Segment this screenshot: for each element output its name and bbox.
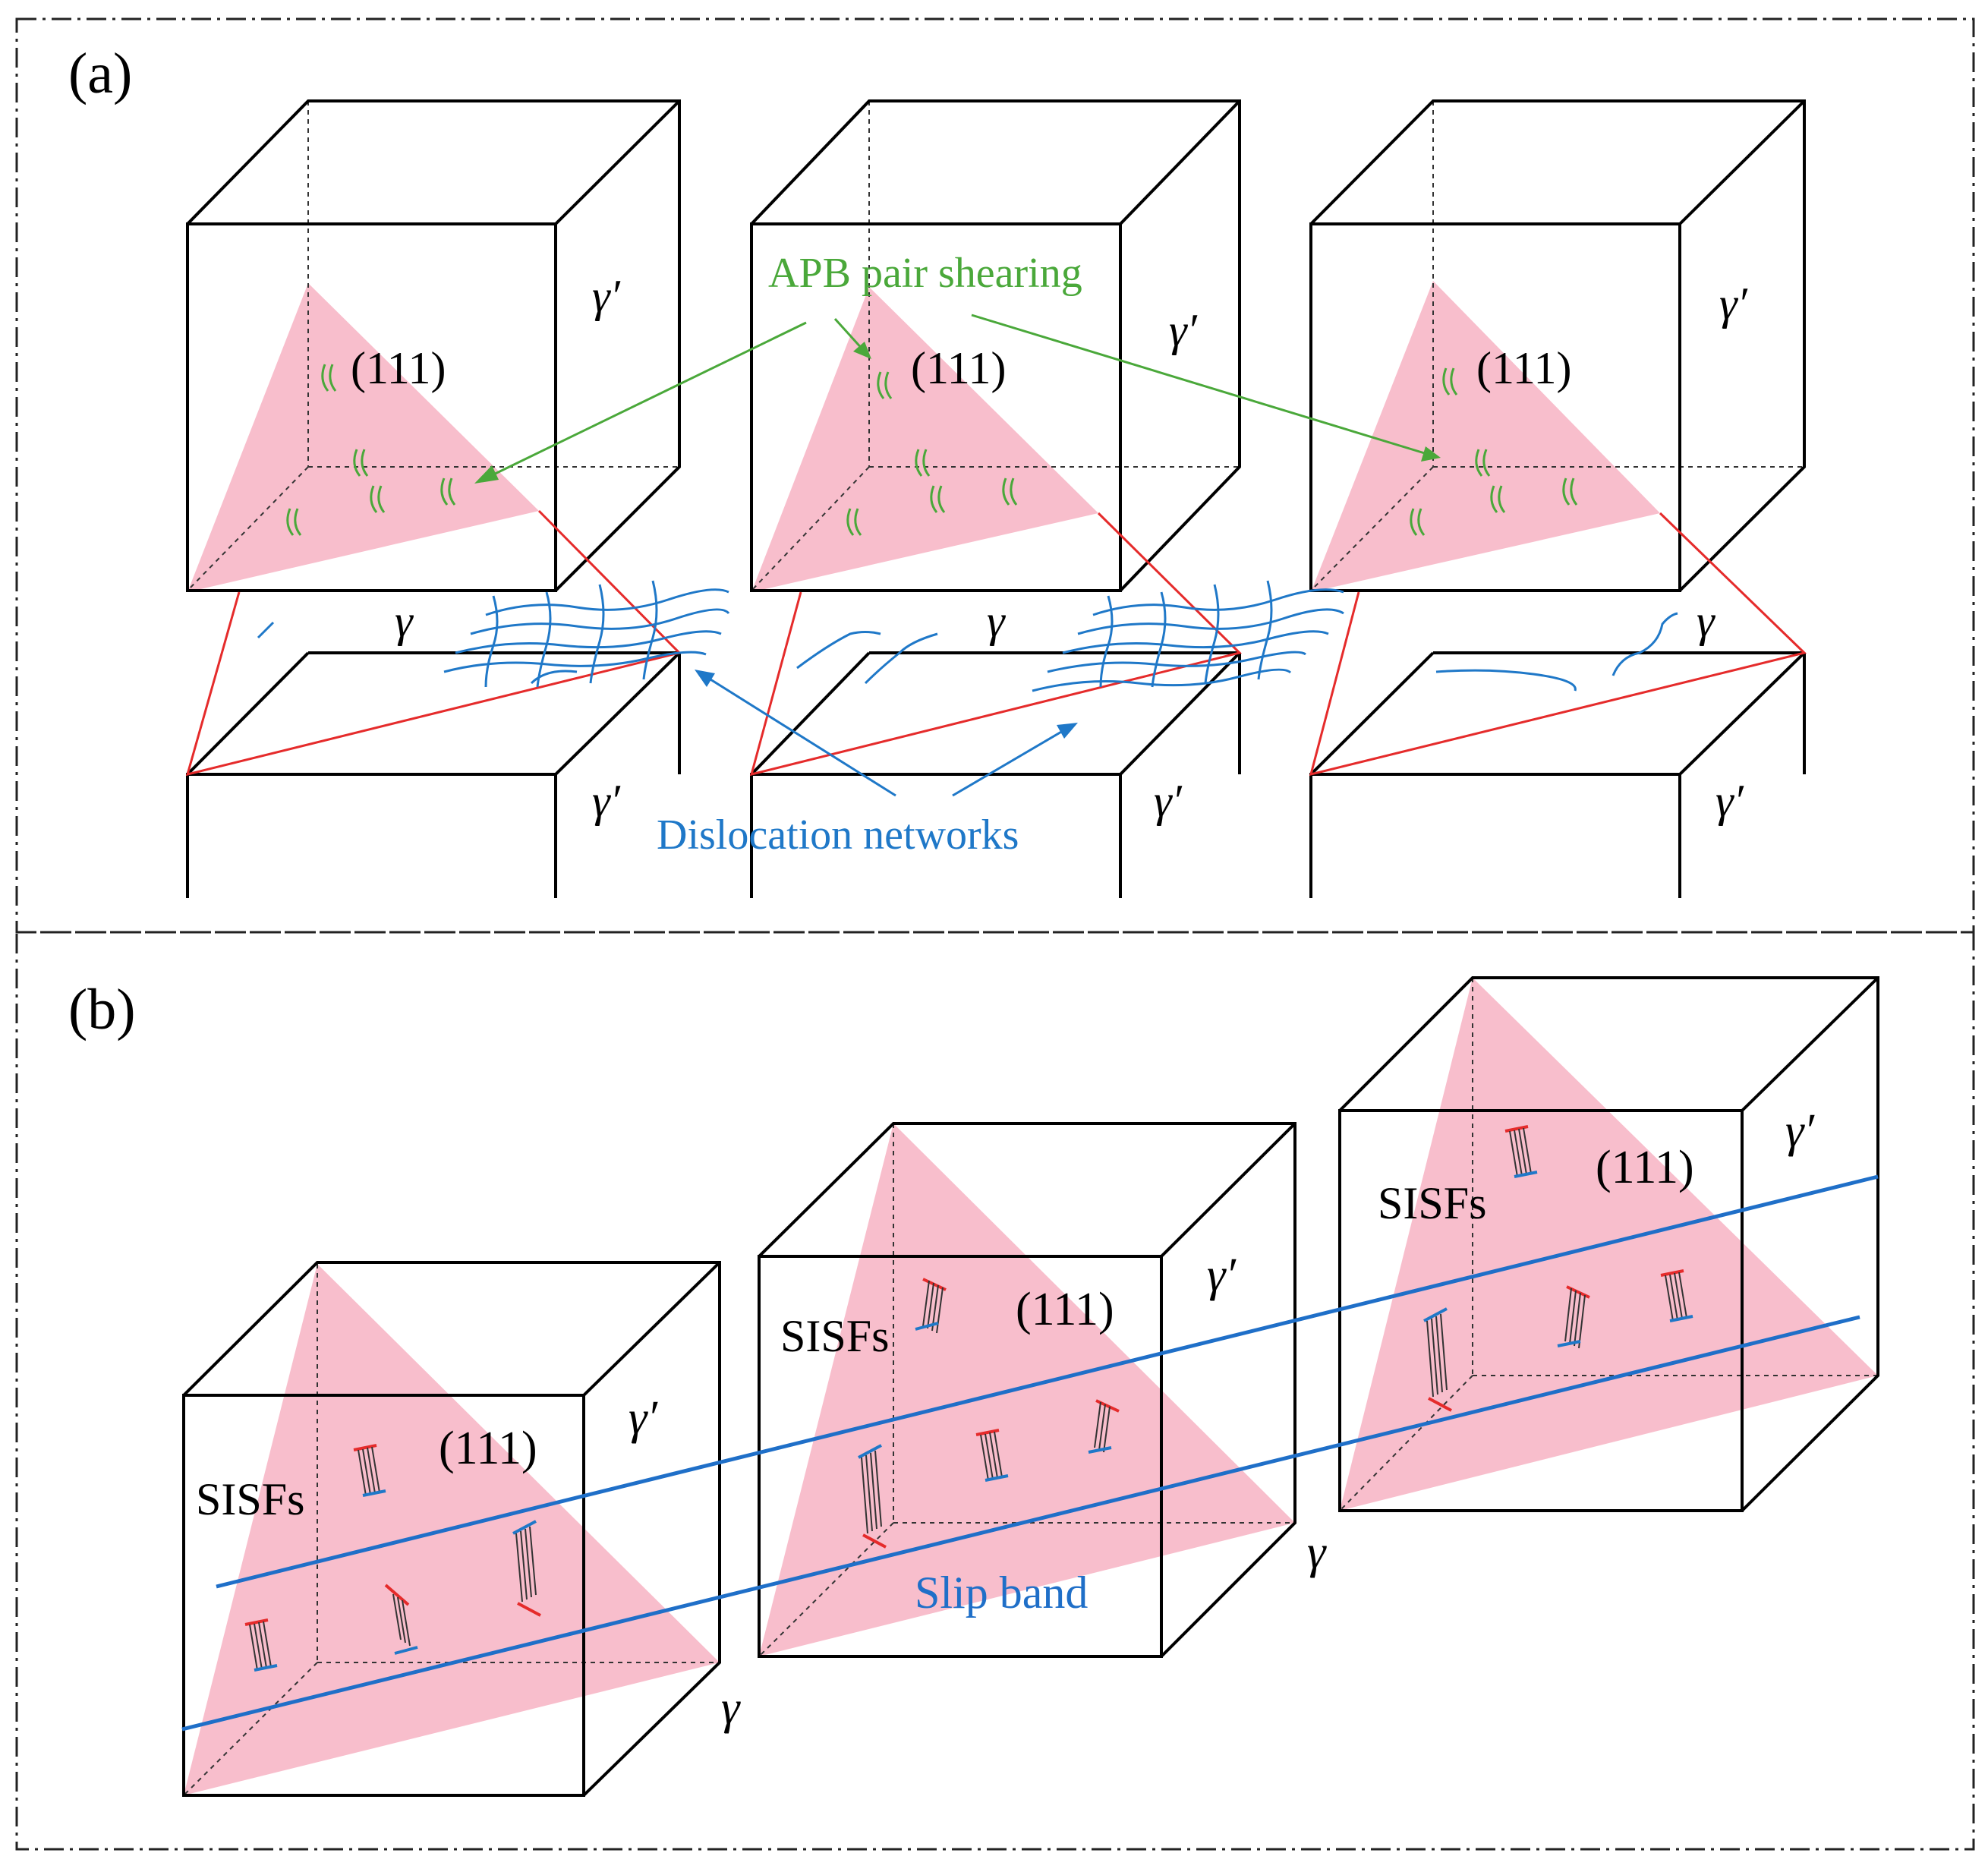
- dislocation-network-1: [257, 580, 730, 688]
- gamma-prime-label-a3-bottom: γ′: [1715, 776, 1744, 826]
- cube-a2-top: [750, 99, 1241, 592]
- gamma-label-b2: γ: [1307, 1527, 1327, 1578]
- sisf-label-b2: SISFs: [780, 1311, 889, 1361]
- gamma-prime-label-a1-bottom: γ′: [592, 776, 621, 826]
- apb-pairs: [286, 364, 1578, 536]
- gamma-label-a3: γ: [1697, 596, 1715, 646]
- gamma-prime-label-a2-bottom: γ′: [1154, 776, 1183, 826]
- gamma-prime-label-a2-top: γ′: [1169, 305, 1198, 355]
- plane-label-a1: (111): [351, 343, 446, 393]
- gamma-prime-label-b2: γ′: [1207, 1250, 1237, 1301]
- sisf-label-b3: SISFs: [1378, 1178, 1486, 1228]
- plane-trace-lines: [185, 509, 1807, 777]
- dislocation-network-2: [796, 580, 1344, 692]
- gamma-label-a1: γ: [395, 596, 414, 646]
- slip-band: [181, 1174, 1879, 1732]
- gamma-prime-label-a3-top: γ′: [1719, 279, 1748, 329]
- apb-arrows: [474, 314, 1441, 484]
- plane-label-b1: (111): [439, 1423, 537, 1474]
- apb-pair-shearing-label: APB pair shearing: [768, 250, 1082, 297]
- cube-a2-bottom: [750, 651, 1241, 898]
- gamma-prime-label-b3: γ′: [1785, 1105, 1815, 1157]
- cube-a1-top: [186, 99, 681, 592]
- dislocation-segments-3: [1435, 612, 1678, 692]
- plane-label-b3: (111): [1596, 1142, 1694, 1193]
- sisf-label-b1: SISFs: [196, 1474, 304, 1524]
- gamma-prime-label-b1: γ′: [629, 1392, 658, 1444]
- gamma-label-b1: γ: [721, 1682, 741, 1734]
- panel-a-label: (a): [68, 42, 132, 106]
- cube-a3-bottom: [1309, 651, 1806, 898]
- sisf-ribbons: [244, 1125, 1693, 1672]
- plane-label-b2: (111): [1016, 1284, 1114, 1335]
- gamma-prime-label-a1-top: γ′: [592, 271, 621, 321]
- gamma-label-a2: γ: [987, 596, 1006, 646]
- panel-b-label: (b): [68, 978, 136, 1042]
- panel-b-frame: [15, 931, 1975, 1851]
- cube-a3-top: [1309, 99, 1806, 592]
- cube-b2: [758, 1122, 1296, 1658]
- plane-label-a2: (111): [911, 343, 1007, 393]
- cube-a1-bottom: [186, 651, 681, 898]
- slip-band-label: Slip band: [915, 1568, 1088, 1618]
- plane-label-a3: (111): [1476, 343, 1572, 393]
- dislocation-networks-label: Dislocation networks: [657, 812, 1019, 859]
- network-arrows: [695, 670, 1078, 797]
